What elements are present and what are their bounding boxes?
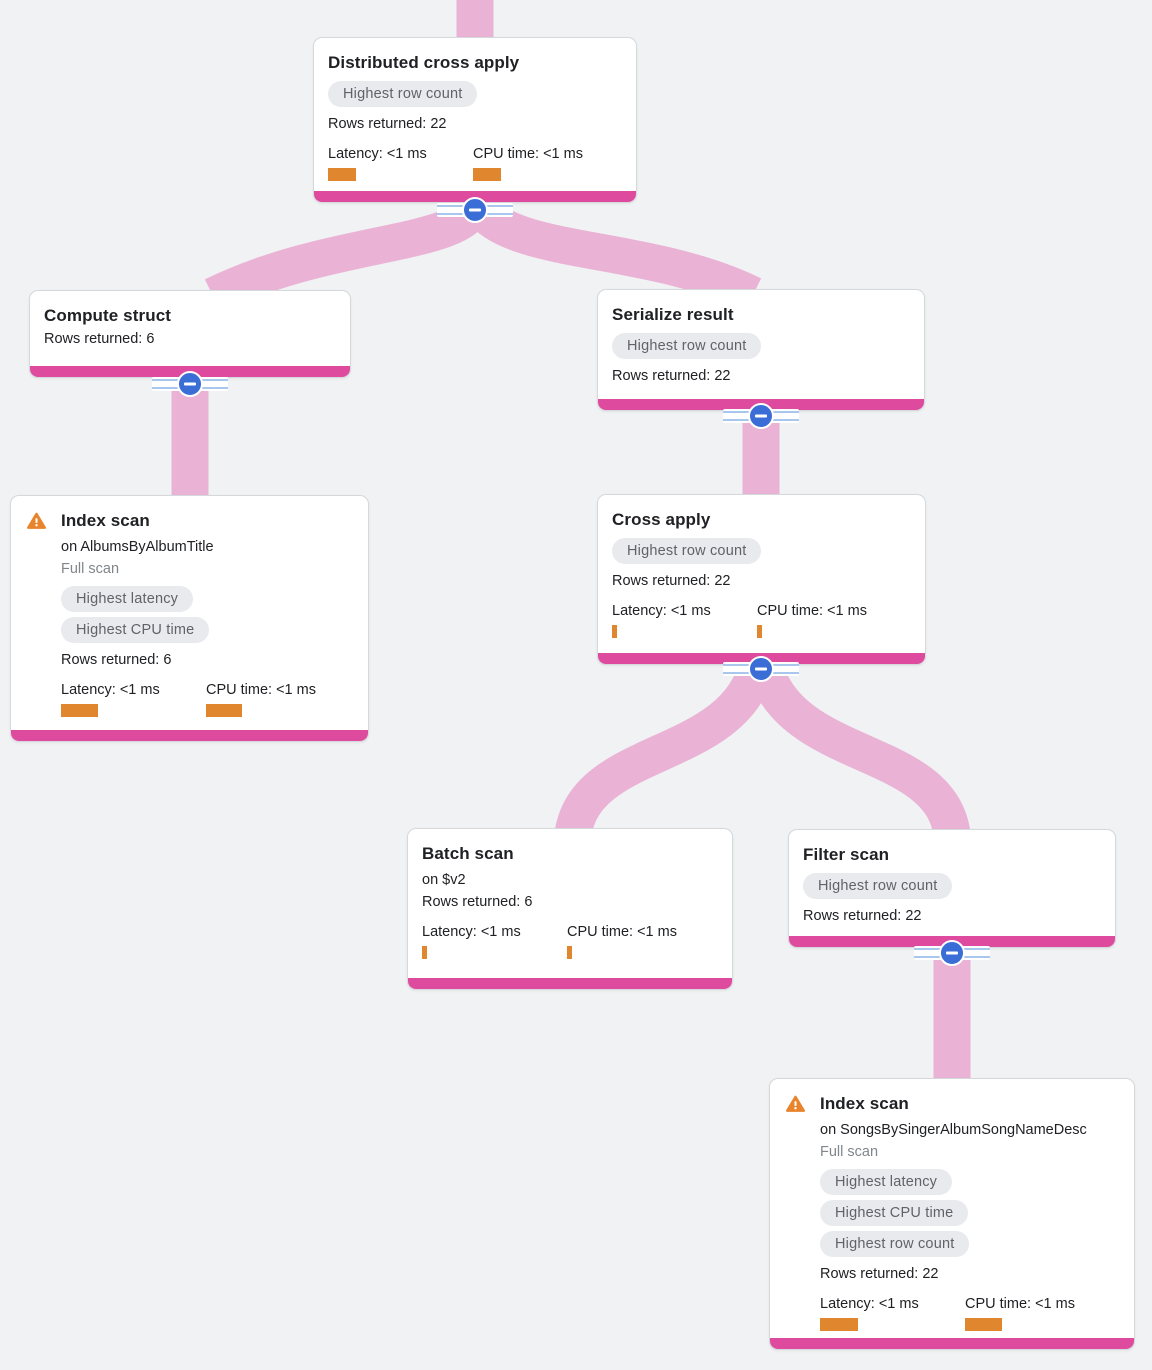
cpu-time-label: CPU time: <1 ms: [567, 924, 677, 940]
edge-dca-compute-struct: [204, 197, 494, 313]
badge-highest-cpu-time: Highest CPU time: [61, 617, 210, 643]
cpu-time-label: CPU time: <1 ms: [206, 682, 316, 698]
latency-bar: [422, 946, 427, 959]
badge-highest-row-count: Highest row count: [820, 1231, 970, 1257]
latency-label: Latency: <1 ms: [820, 1296, 919, 1312]
node-filter-scan[interactable]: Filter scan Highest row count Rows retur…: [788, 829, 1116, 948]
rows-returned: Rows returned: 6: [61, 652, 172, 668]
warning-icon: [786, 1095, 805, 1113]
minus-icon: [939, 940, 965, 966]
rows-returned: Rows returned: 22: [328, 116, 447, 132]
warning-icon: [27, 512, 46, 530]
minus-icon: [748, 403, 774, 429]
cpu-time-bar: [567, 946, 572, 959]
scan-target: on AlbumsByAlbumTitle: [61, 539, 214, 555]
latency-bar: [612, 625, 617, 638]
edge-dca-serialize-result: [460, 192, 762, 312]
collapse-button-serialize-result[interactable]: [723, 403, 799, 429]
badge-highest-row-count: Highest row count: [612, 538, 762, 564]
cpu-time-label: CPU time: <1 ms: [757, 603, 867, 619]
latency-label: Latency: <1 ms: [328, 146, 427, 162]
badge-highest-cpu-time: Highest CPU time: [820, 1200, 969, 1226]
node-index-scan-songs[interactable]: Index scan on SongsBySingerAlbumSongName…: [769, 1078, 1135, 1350]
scan-type: Full scan: [61, 561, 120, 577]
cpu-time-bar: [757, 625, 762, 638]
rows-returned: Rows returned: 6: [422, 894, 533, 910]
node-serialize-result[interactable]: Serialize result Highest row count Rows …: [597, 289, 925, 411]
node-title: Filter scan: [803, 845, 890, 864]
minus-icon: [462, 197, 488, 223]
latency-label: Latency: <1 ms: [612, 603, 711, 619]
node-title: Distributed cross apply: [328, 53, 520, 72]
minus-icon: [177, 371, 203, 397]
badge-highest-latency: Highest latency: [61, 586, 194, 612]
edge-cross-apply-batch-scan: [554, 658, 776, 838]
badge-highest-latency: Highest latency: [820, 1169, 953, 1195]
node-title: Batch scan: [422, 844, 514, 863]
node-title: Cross apply: [612, 510, 711, 529]
cpu-time-label: CPU time: <1 ms: [965, 1296, 1075, 1312]
cpu-time-bar: [206, 704, 242, 717]
cpu-time-label: CPU time: <1 ms: [473, 146, 583, 162]
rows-returned: Rows returned: 22: [612, 573, 731, 589]
scan-type: Full scan: [820, 1144, 879, 1160]
node-title: Index scan: [61, 511, 150, 530]
badge-highest-row-count: Highest row count: [328, 81, 478, 107]
rows-returned: Rows returned: 22: [612, 368, 731, 384]
latency-bar: [820, 1318, 858, 1331]
node-footer-bar: [408, 978, 732, 989]
scan-target: on $v2: [422, 872, 466, 888]
node-title: Serialize result: [612, 305, 734, 324]
latency-label: Latency: <1 ms: [422, 924, 521, 940]
scan-target: on SongsBySingerAlbumSongNameDesc: [820, 1122, 1087, 1138]
rows-returned: Rows returned: 6: [44, 331, 155, 347]
rows-returned: Rows returned: 22: [820, 1266, 939, 1282]
collapse-button-distributed-cross-apply[interactable]: [437, 197, 513, 223]
rows-returned: Rows returned: 22: [803, 908, 922, 924]
node-distributed-cross-apply[interactable]: Distributed cross apply Highest row coun…: [313, 37, 637, 203]
node-title: Compute struct: [44, 306, 172, 325]
minus-icon: [748, 656, 774, 682]
cpu-time-bar: [965, 1318, 1002, 1331]
node-footer-bar: [11, 730, 368, 741]
node-footer-bar: [770, 1338, 1134, 1349]
collapse-button-filter-scan[interactable]: [914, 940, 990, 966]
latency-bar: [61, 704, 98, 717]
latency-bar: [328, 168, 356, 181]
node-title: Index scan: [820, 1094, 909, 1113]
node-compute-struct[interactable]: Compute struct Rows returned: 6: [29, 290, 351, 378]
edge-cross-apply-filter-scan: [746, 658, 971, 838]
node-index-scan-albums[interactable]: Index scan on AlbumsByAlbumTitle Full sc…: [10, 495, 369, 742]
collapse-button-cross-apply[interactable]: [723, 656, 799, 682]
badge-highest-row-count: Highest row count: [612, 333, 762, 359]
cpu-time-bar: [473, 168, 501, 181]
latency-label: Latency: <1 ms: [61, 682, 160, 698]
node-cross-apply[interactable]: Cross apply Highest row count Rows retur…: [597, 494, 926, 665]
node-batch-scan[interactable]: Batch scan on $v2 Rows returned: 6 Laten…: [407, 828, 733, 990]
badge-highest-row-count: Highest row count: [803, 873, 953, 899]
collapse-button-compute-struct[interactable]: [152, 371, 228, 397]
